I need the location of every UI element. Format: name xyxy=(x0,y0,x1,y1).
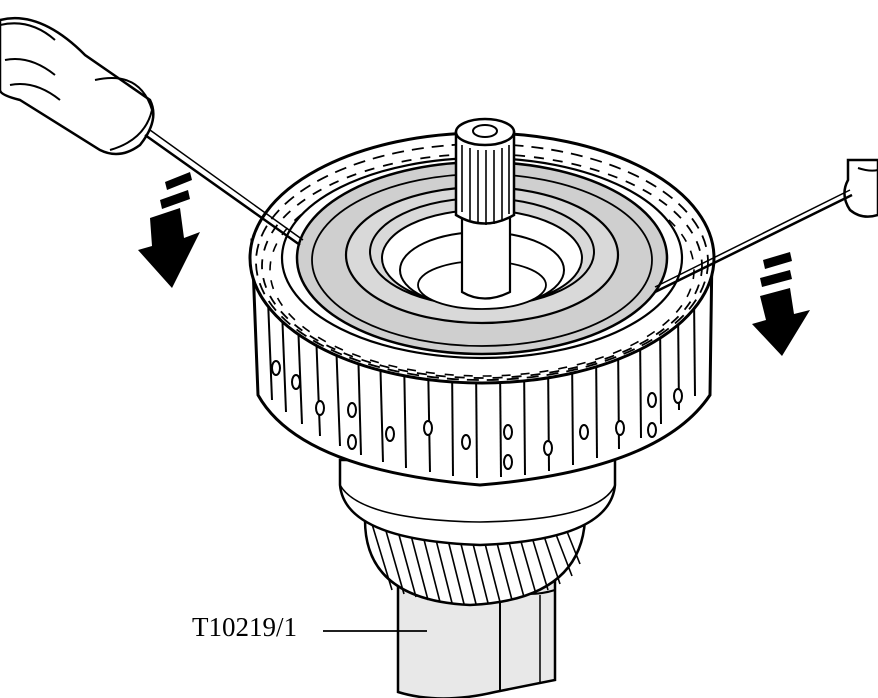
arrow-down-left-icon xyxy=(138,172,200,288)
splined-shaft xyxy=(454,117,516,300)
screwdriver-left-icon xyxy=(0,16,304,247)
screwdriver-right-icon xyxy=(654,158,878,294)
tool-callout-label: T10219/1 xyxy=(192,612,297,642)
arrow-down-right-icon xyxy=(752,252,810,356)
lower-hub-disc xyxy=(338,458,617,547)
